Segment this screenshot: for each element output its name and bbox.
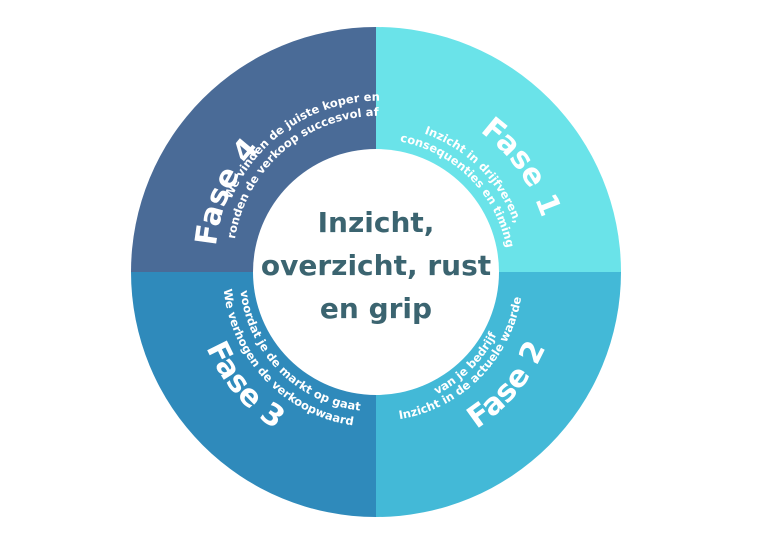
center-line-1: Inzicht, [318,206,435,239]
center-circle [253,149,499,395]
center-line-2: overzicht, rust [261,249,491,282]
center-label: Inzicht, overzicht, rust en grip [261,206,491,325]
center-line-3: en grip [320,292,432,325]
